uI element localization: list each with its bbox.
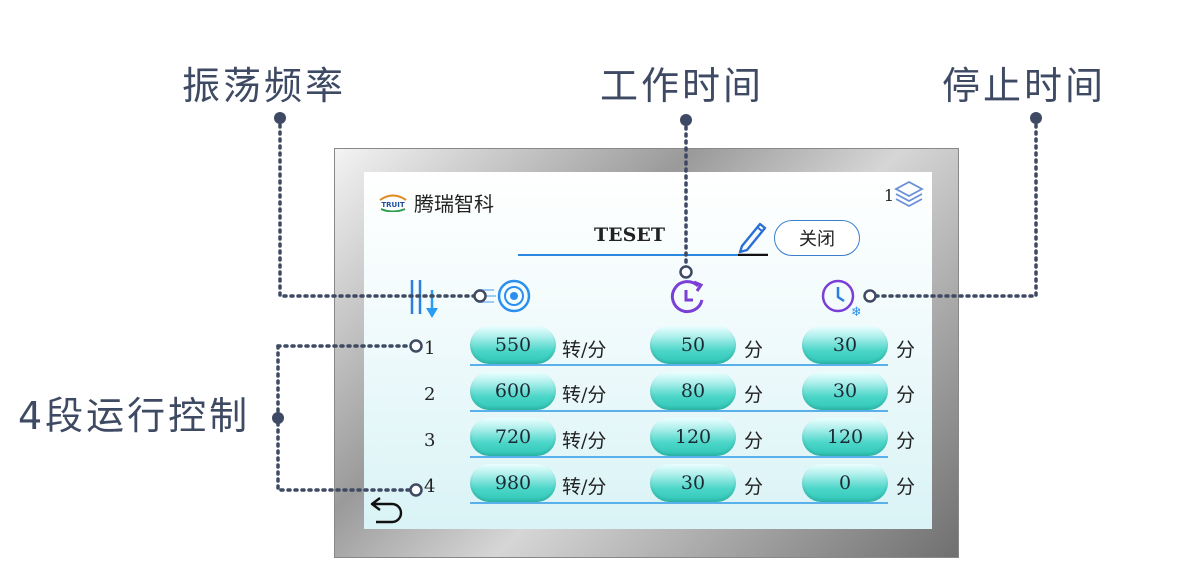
- work-time-unit: 分: [744, 339, 764, 361]
- row-number: 3: [424, 430, 436, 451]
- speed-value-field[interactable]: 550: [470, 326, 556, 364]
- row-number: 2: [424, 384, 436, 405]
- page-number: 1: [883, 186, 894, 205]
- touch-screen: TRUIT 腾瑞智科 1 TESET 关闭: [364, 172, 932, 529]
- back-return-icon[interactable]: [368, 492, 408, 524]
- stop-time-unit: 分: [896, 339, 916, 361]
- callout-stop-time: 停止时间: [942, 64, 1107, 108]
- speed-value-field[interactable]: 720: [470, 418, 556, 456]
- work-timer-icon: [670, 280, 704, 314]
- row-divider: [470, 410, 888, 412]
- oscillation-speed-icon: [478, 279, 531, 313]
- stop-time-unit: 分: [896, 476, 916, 498]
- callout-oscillation-frequency: 振荡频率: [182, 64, 347, 108]
- callout-segment-control: 4段运行控制: [18, 394, 251, 438]
- row-number: 1: [424, 338, 436, 359]
- speed-unit: 转/分: [562, 384, 607, 406]
- speed-value-field[interactable]: 980: [470, 464, 556, 502]
- row-divider: [470, 456, 888, 458]
- stop-timer-icon: ❄: [821, 279, 860, 318]
- row-divider: [470, 364, 888, 366]
- work-time-field[interactable]: 30: [650, 464, 736, 502]
- stop-time-field[interactable]: 30: [802, 326, 888, 364]
- speed-value-field[interactable]: 600: [470, 372, 556, 410]
- row-divider: [470, 502, 888, 504]
- title-underline: [518, 254, 740, 256]
- layers-icon[interactable]: [894, 180, 924, 208]
- stop-time-unit: 分: [896, 384, 916, 406]
- speed-unit: 转/分: [562, 430, 607, 452]
- stop-time-unit: 分: [896, 430, 916, 452]
- work-time-field[interactable]: 80: [650, 372, 736, 410]
- edit-pencil-icon[interactable]: [734, 218, 770, 256]
- brand: TRUIT 腾瑞智科: [378, 188, 494, 217]
- brand-logo: TRUIT: [378, 194, 408, 212]
- callout-work-time: 工作时间: [600, 64, 765, 108]
- work-time-field[interactable]: 50: [650, 326, 736, 364]
- work-time-unit: 分: [744, 476, 764, 498]
- program-title: TESET: [594, 224, 665, 246]
- work-time-unit: 分: [744, 384, 764, 406]
- svg-text:TRUIT: TRUIT: [381, 201, 404, 209]
- work-time-field[interactable]: 120: [650, 418, 736, 456]
- row-number: 4: [424, 476, 436, 497]
- stop-time-field[interactable]: 120: [802, 418, 888, 456]
- brand-name: 腾瑞智科: [414, 192, 494, 216]
- svg-text:❄: ❄: [851, 305, 860, 318]
- speed-unit: 转/分: [562, 339, 607, 361]
- stop-time-field[interactable]: 0: [802, 464, 888, 502]
- work-time-unit: 分: [744, 430, 764, 452]
- close-button[interactable]: 关闭: [774, 220, 860, 256]
- speed-unit: 转/分: [562, 476, 607, 498]
- stop-time-field[interactable]: 30: [802, 372, 888, 410]
